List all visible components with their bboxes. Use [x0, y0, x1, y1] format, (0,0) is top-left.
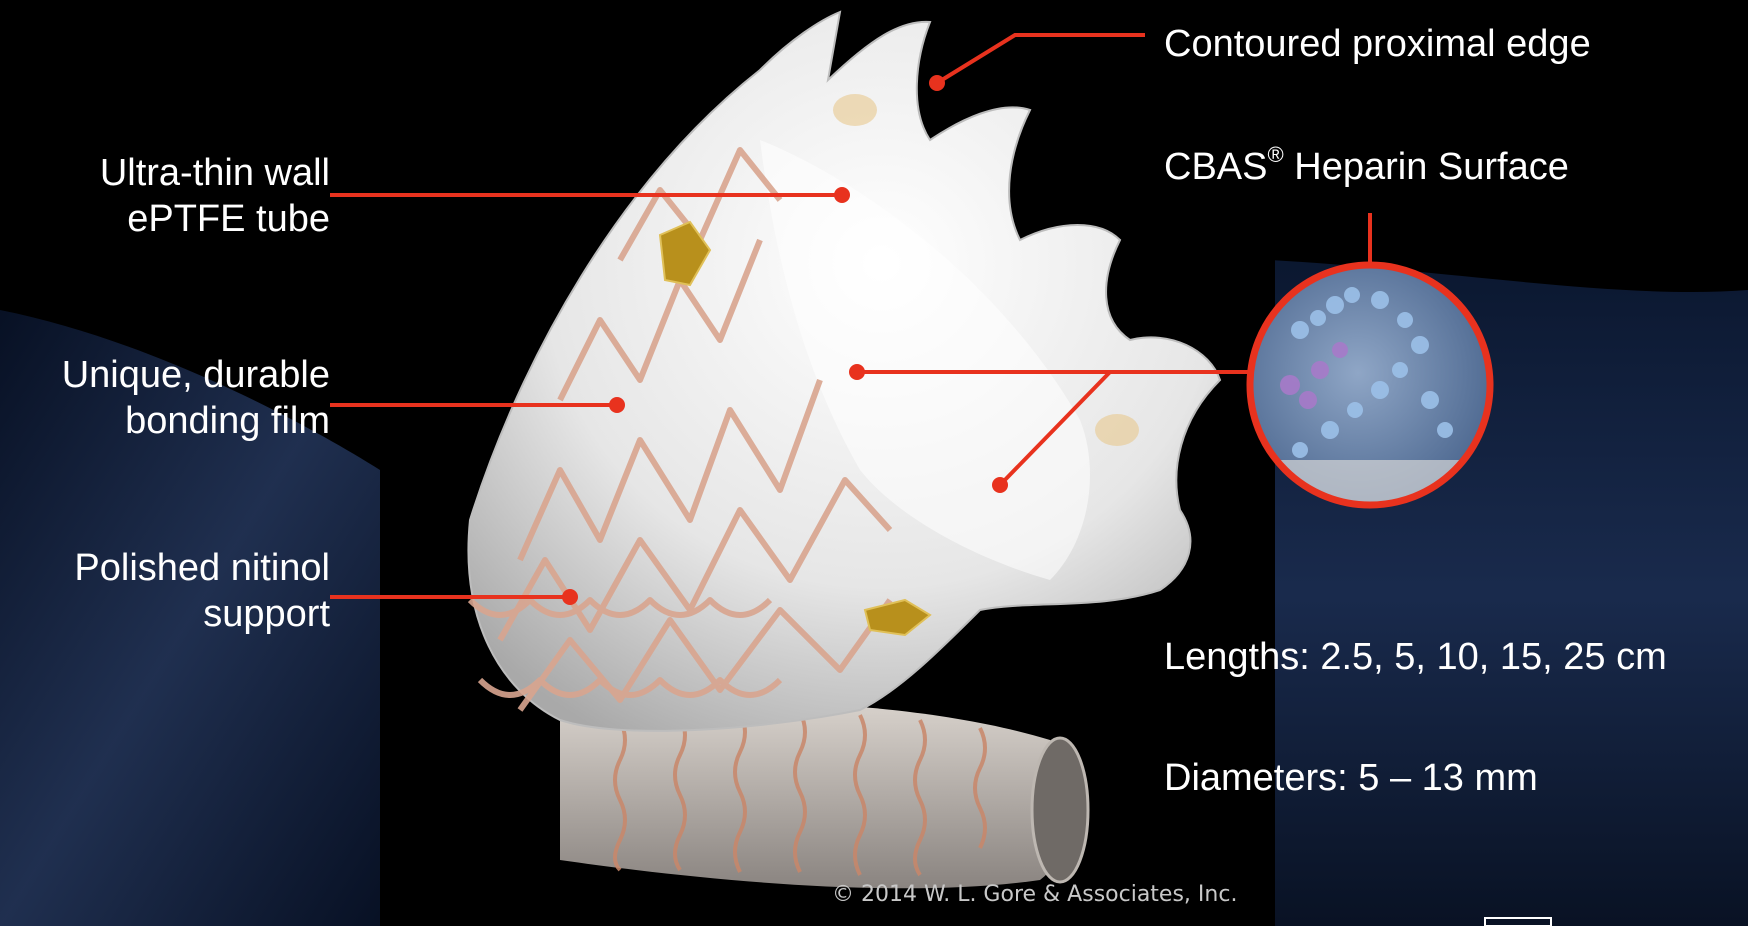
dot-nitinol-support: [562, 589, 578, 605]
fabric-mark-2: [1095, 414, 1139, 446]
dot-proximal-edge: [929, 75, 945, 91]
label-eptfe-line1: Ultra-thin wall: [0, 150, 330, 196]
heparin-surface-inset: [1250, 265, 1490, 510]
label-bonding-line2: bonding film: [0, 398, 330, 444]
label-eptfe-line2: ePTFE tube: [0, 196, 330, 242]
label-bonding-line1: Unique, durable: [0, 352, 330, 398]
heparin-rest: Heparin Surface: [1284, 146, 1569, 188]
spec-lengths: Lengths: 2.5, 5, 10, 15, 25 cm: [1164, 634, 1667, 680]
label-bonding-film: Unique, durable bonding film: [0, 352, 330, 444]
label-eptfe-tube: Ultra-thin wall ePTFE tube: [0, 150, 330, 242]
heparin-name: CBAS: [1164, 146, 1267, 188]
fabric-mark-1: [833, 94, 877, 126]
dot-heparin-2: [992, 477, 1008, 493]
label-nitinol-line1: Polished nitinol: [0, 545, 330, 591]
copyright-notice: © 2014 W. L. Gore & Associates, Inc.: [832, 882, 1237, 907]
spec-diameters: Diameters: 5 – 13 mm: [1164, 755, 1538, 801]
label-nitinol-support: Polished nitinol support: [0, 545, 330, 637]
dot-heparin-1: [849, 364, 865, 380]
dot-eptfe-tube: [834, 187, 850, 203]
label-proximal-edge: Contoured proximal edge: [1164, 21, 1591, 67]
label-nitinol-line2: support: [0, 591, 330, 637]
dot-bonding-film: [609, 397, 625, 413]
label-heparin-surface: CBAS® Heparin Surface: [1164, 144, 1569, 190]
registered-mark: ®: [1267, 142, 1283, 167]
